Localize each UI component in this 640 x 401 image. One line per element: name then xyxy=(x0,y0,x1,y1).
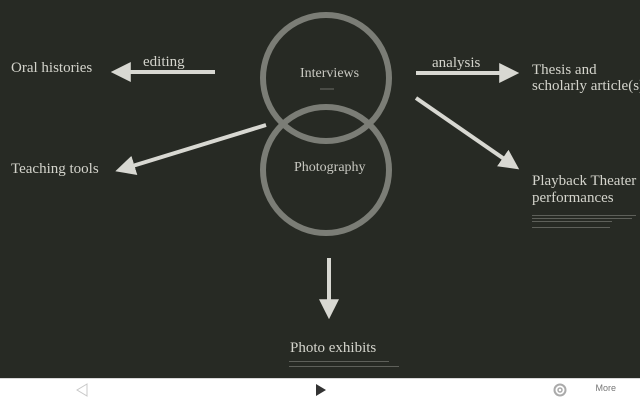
interviews-circle[interactable] xyxy=(260,12,392,144)
interviews-label: Interviews xyxy=(300,66,360,81)
arrow-to-teaching-tools xyxy=(115,123,267,175)
photography-label: Photography xyxy=(294,160,366,175)
teaching-tools-node[interactable]: Teaching tools xyxy=(11,161,99,177)
arrow-to-playback-theater xyxy=(414,96,520,170)
settings-icon[interactable] xyxy=(552,382,568,398)
photo-exhibits-node[interactable]: Photo exhibits xyxy=(290,340,377,356)
oral-histories-node[interactable]: Oral histories xyxy=(11,60,93,76)
diagram-graphics xyxy=(110,12,520,320)
more-button[interactable]: More xyxy=(595,383,616,393)
diagram-canvas: Interviews Photography editing analysis … xyxy=(11,12,640,371)
analysis-edge-label: analysis xyxy=(432,55,481,71)
photo-exhibits-notes xyxy=(289,359,401,371)
playback-notes xyxy=(532,213,638,230)
playback-node-line2[interactable]: performances xyxy=(532,190,614,206)
thesis-node-line2[interactable]: scholarly article(s) xyxy=(532,78,640,94)
play-icon[interactable] xyxy=(313,382,329,398)
photography-circle[interactable] xyxy=(260,104,392,236)
back-triangle-icon[interactable] xyxy=(74,382,90,398)
thesis-node-line1[interactable]: Thesis and xyxy=(532,62,597,78)
editing-edge-label: editing xyxy=(143,54,185,70)
bottom-toolbar: More xyxy=(0,378,640,401)
playback-node-line1[interactable]: Playback Theater xyxy=(532,173,637,189)
